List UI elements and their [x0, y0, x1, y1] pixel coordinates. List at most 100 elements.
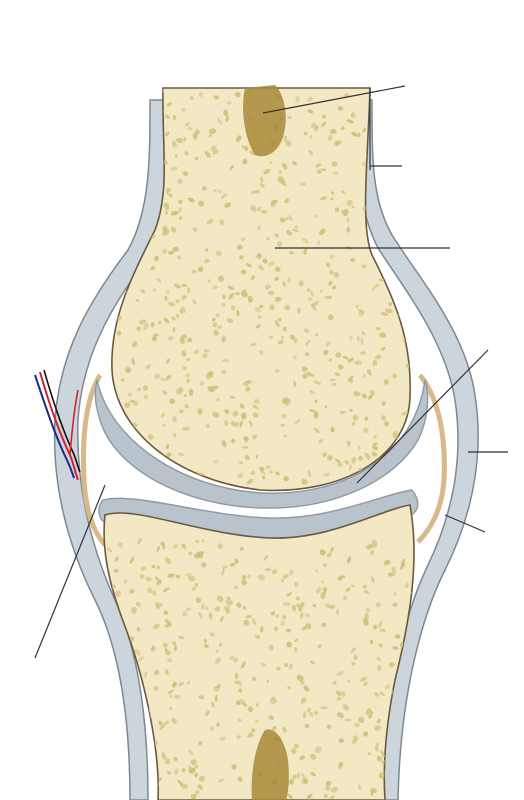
spongy-bone-pore	[133, 154, 139, 161]
spongy-bone-pore	[112, 160, 119, 167]
spongy-bone-pore	[378, 107, 385, 113]
spongy-bone-pore	[414, 704, 419, 708]
spongy-bone-pore	[394, 592, 397, 596]
spongy-bone-pore	[141, 108, 149, 113]
spongy-bone-pore	[118, 774, 126, 782]
spongy-bone-pore	[111, 242, 116, 247]
spongy-bone-pore	[404, 722, 410, 728]
spongy-bone-pore	[121, 467, 129, 474]
spongy-bone-pore	[402, 189, 409, 193]
spongy-bone-pore	[143, 96, 150, 101]
spongy-bone-pore	[394, 148, 399, 153]
spongy-bone-pore	[379, 173, 383, 178]
spongy-bone-pore	[407, 467, 415, 476]
spongy-bone-pore	[235, 292, 240, 295]
spongy-bone-pore	[405, 474, 410, 479]
spongy-bone-pore	[408, 710, 416, 716]
spongy-bone-pore	[106, 160, 114, 168]
spongy-bone-pore	[402, 225, 409, 232]
spongy-bone-pore	[405, 158, 413, 165]
spongy-bone-pore	[416, 680, 421, 684]
spongy-bone-pore	[105, 749, 111, 757]
spongy-bone-pore	[386, 95, 392, 101]
spongy-bone-pore	[116, 196, 123, 203]
spongy-bone-pore	[101, 728, 105, 733]
spongy-bone-pore	[402, 310, 408, 316]
spongy-bone-pore	[112, 755, 118, 761]
spongy-bone-pore	[397, 88, 403, 94]
spongy-bone-pore	[382, 267, 387, 275]
spongy-bone-pore	[143, 177, 147, 182]
spongy-bone-pore	[114, 126, 121, 132]
spongy-bone-pore	[404, 766, 409, 771]
spongy-bone-pore	[377, 133, 381, 140]
spongy-bone-pore	[409, 748, 415, 754]
spongy-bone-pore	[404, 325, 410, 331]
spongy-bone-pore	[121, 776, 128, 782]
spongy-bone-pore	[135, 161, 142, 167]
spongy-bone-pore	[99, 759, 105, 765]
spongy-bone-pore	[109, 385, 114, 391]
spongy-bone-pore	[413, 739, 417, 743]
spongy-bone-pore	[409, 93, 414, 99]
spongy-bone-pore	[131, 132, 136, 136]
spongy-bone-pore	[137, 123, 143, 128]
spongy-bone-pore	[156, 488, 162, 493]
spongy-bone-pore	[406, 458, 411, 464]
spongy-bone-pore	[395, 146, 399, 153]
spongy-bone-pore	[111, 407, 115, 412]
spongy-bone-pore	[108, 170, 115, 175]
spongy-bone-pore	[149, 766, 155, 773]
spongy-bone-pore	[330, 379, 336, 382]
spongy-bone-pore	[114, 91, 118, 97]
spongy-bone-pore	[392, 191, 401, 199]
spongy-bone-pore	[395, 481, 400, 488]
spongy-bone-pore	[125, 234, 132, 238]
spongy-bone-pore	[399, 177, 407, 185]
spongy-bone-pore	[104, 776, 110, 782]
spongy-bone-pore	[110, 769, 118, 777]
spongy-bone-pore	[123, 92, 128, 97]
spongy-bone-pore	[416, 664, 424, 669]
spongy-bone-pore	[112, 247, 121, 253]
spongy-bone-pore	[388, 475, 393, 481]
spongy-bone-pore	[262, 476, 265, 480]
spongy-bone-pore	[122, 113, 126, 121]
spongy-bone-pore	[149, 746, 154, 751]
spongy-bone-pore	[129, 177, 135, 183]
spongy-bone-pore	[145, 164, 148, 169]
spongy-bone-pore	[402, 90, 407, 95]
spongy-bone-pore	[408, 468, 412, 472]
spongy-bone-pore	[131, 99, 138, 106]
spongy-bone-pore	[396, 181, 402, 186]
spongy-bone-pore	[376, 152, 384, 157]
spongy-bone-pore	[103, 750, 109, 754]
spongy-bone-pore	[412, 147, 418, 152]
spongy-bone-pore	[122, 788, 126, 792]
spongy-bone-pore	[402, 146, 409, 152]
spongy-bone-pore	[384, 189, 390, 197]
spongy-bone-pore	[379, 278, 384, 281]
spongy-bone-pore	[404, 121, 411, 127]
spongy-bone-pore	[114, 777, 122, 785]
spongy-bone-pore	[124, 105, 131, 111]
spongy-bone-pore	[405, 312, 409, 318]
spongy-bone-pore	[111, 102, 118, 108]
spongy-bone-pore	[102, 737, 108, 743]
spongy-bone-pore	[102, 749, 110, 757]
spongy-bone-pore	[126, 468, 134, 472]
spongy-bone-pore	[382, 202, 391, 211]
spongy-bone-pore	[343, 595, 346, 600]
spongy-bone-pore	[390, 107, 395, 114]
spongy-bone-pore	[102, 701, 108, 705]
spongy-bone-pore	[408, 221, 414, 229]
spongy-bone-pore	[118, 102, 128, 111]
spongy-bone-pore	[408, 793, 413, 798]
spongy-bone-pore	[407, 227, 416, 233]
spongy-bone-pore	[120, 223, 127, 230]
spongy-bone-pore	[114, 476, 119, 482]
spongy-bone-pore	[150, 755, 156, 761]
spongy-bone-pore	[129, 124, 136, 132]
